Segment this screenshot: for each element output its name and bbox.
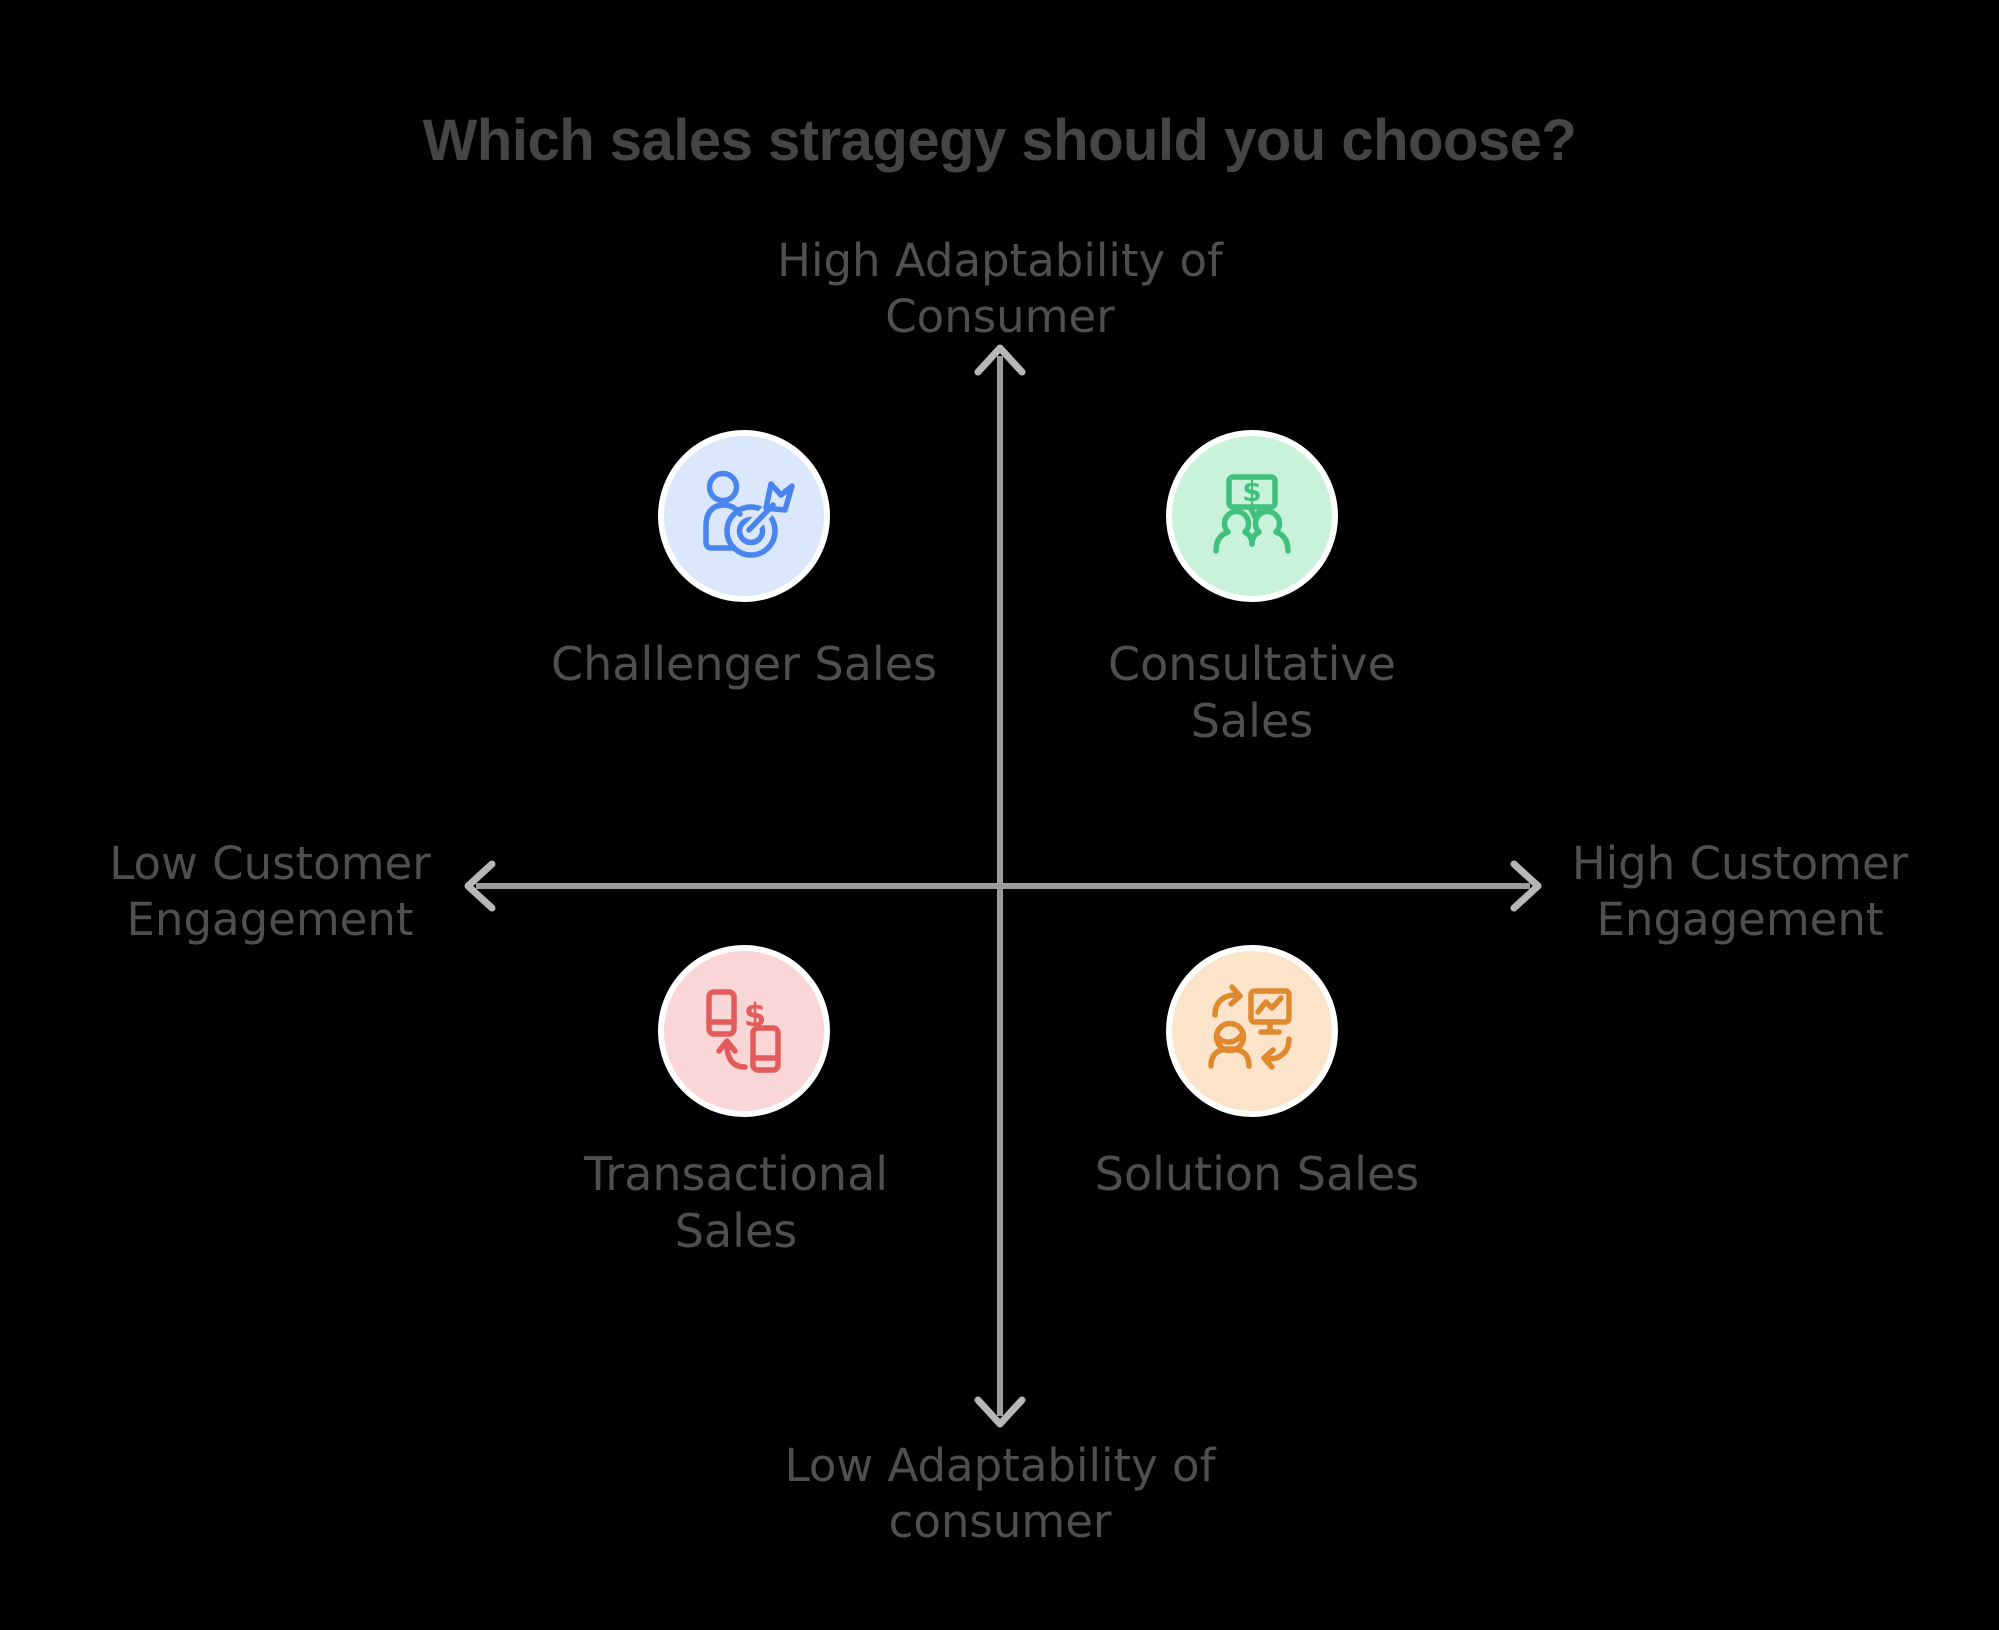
- arrowhead-left-icon: [464, 860, 496, 912]
- axis-label-top: High Adaptability of Consumer: [777, 234, 1223, 343]
- axis-lines: [476, 356, 1530, 1416]
- page-title: Which sales stragegy should you choose?: [422, 108, 1577, 173]
- transactional-sales-circle: $: [658, 945, 830, 1117]
- consultative-sales-label: Consultative Sales: [1108, 637, 1396, 748]
- people-dollar-speech-bubble-icon: $: [1213, 474, 1291, 554]
- arrowhead-down-icon: [974, 1396, 1026, 1428]
- axis-label-bottom: Low Adaptability of consumer: [784, 1439, 1216, 1548]
- challenger-sales-label: Challenger Sales: [551, 637, 937, 691]
- svg-text:$: $: [744, 996, 766, 1034]
- solution-sales-label: Solution Sales: [1094, 1147, 1420, 1201]
- solution-sales-circle: [1166, 945, 1338, 1117]
- person-monitor-cycle-icon: [1208, 984, 1292, 1070]
- transactional-sales-label: Transactional Sales: [583, 1147, 889, 1258]
- arrowhead-right-icon: [1510, 860, 1542, 912]
- axis-arrowheads: [464, 344, 1542, 1428]
- arrowhead-up-icon: [974, 344, 1026, 376]
- phones-money-exchange-icon: $: [706, 989, 781, 1073]
- axis-label-right: High Customer Engagement: [1571, 837, 1909, 946]
- person-with-target-dart-icon: [703, 470, 795, 558]
- svg-text:$: $: [1242, 475, 1261, 508]
- axis-label-left: Low Customer Engagement: [109, 837, 431, 946]
- consultative-sales-circle: $: [1166, 430, 1338, 602]
- challenger-sales-circle: [658, 430, 830, 602]
